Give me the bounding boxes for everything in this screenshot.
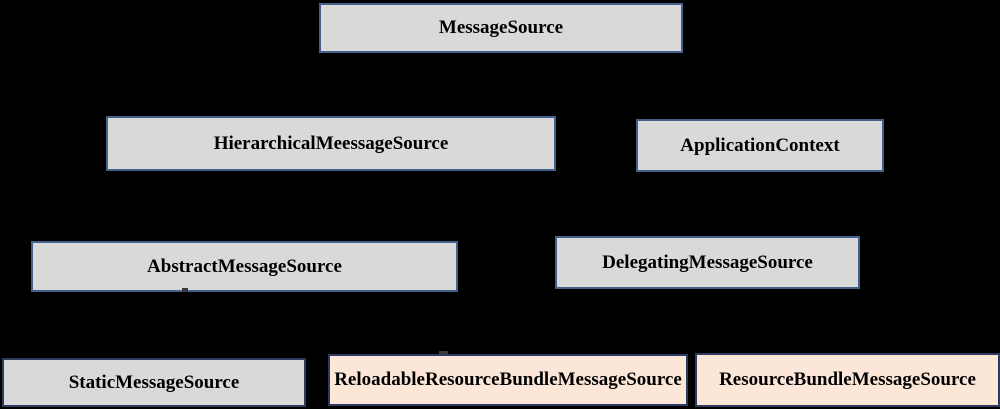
arrow-remnant-mark (439, 351, 448, 354)
node-label: StaticMessageSource (68, 371, 240, 393)
node-label: DelegatingMessageSource (602, 251, 813, 273)
node-staticmessagesource: StaticMessageSource (2, 358, 306, 407)
node-reloadableresourcebundlemessagesource: ReloadableResourceBundleMessageSource (328, 354, 688, 406)
node-hierarchicalmessagesource: HierarchicalMeessageSource (106, 116, 556, 171)
node-label: HierarchicalMeessageSource (213, 132, 449, 154)
node-label: AbstractMessageSource (147, 255, 342, 277)
arrow-remnant-mark (182, 288, 188, 292)
node-abstractmessagesource: AbstractMessageSource (31, 241, 458, 292)
node-applicationcontext: ApplicationContext (636, 119, 884, 172)
node-label: ReloadableResourceBundleMessageSource (334, 369, 682, 390)
node-label: ResourceBundleMessageSource (719, 369, 976, 390)
node-resourcebundlemessagesource: ResourceBundleMessageSource (695, 353, 1000, 407)
node-messagesource: MessageSource (319, 3, 683, 53)
node-label: MessageSource (438, 17, 564, 38)
node-label: ApplicationContext (680, 134, 840, 156)
node-delegatingmessagesource: DelegatingMessageSource (555, 236, 860, 289)
